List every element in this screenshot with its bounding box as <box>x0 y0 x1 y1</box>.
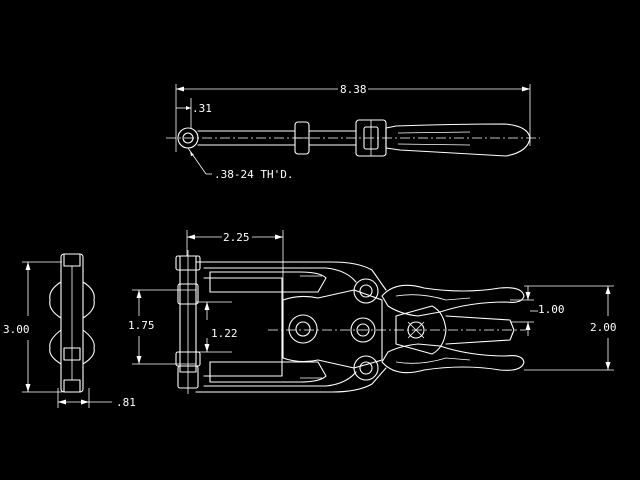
dim-inner-height: 1.75 <box>128 319 155 332</box>
dim-side-width: .81 <box>116 396 136 409</box>
front-view: 2.25 1.75 1.22 <box>128 230 526 394</box>
dim-side-height: 3.00 <box>3 323 30 336</box>
dim-offset: .31 <box>192 102 212 115</box>
right-dimensions: 1.00 2.00 <box>510 285 617 371</box>
dim-jaw-opening: 1.00 <box>538 303 565 316</box>
top-view: 8.38 .31 .38-24 TH'D. <box>166 83 540 181</box>
dim-overall-length: 8.38 <box>340 83 367 96</box>
dim-frame-length: 2.25 <box>223 231 250 244</box>
dim-jaw-height: 2.00 <box>590 321 617 334</box>
dim-slot-height: 1.22 <box>211 327 238 340</box>
dim-thread: .38-24 TH'D. <box>214 168 293 181</box>
side-view: 3.00 .81 <box>3 253 136 409</box>
